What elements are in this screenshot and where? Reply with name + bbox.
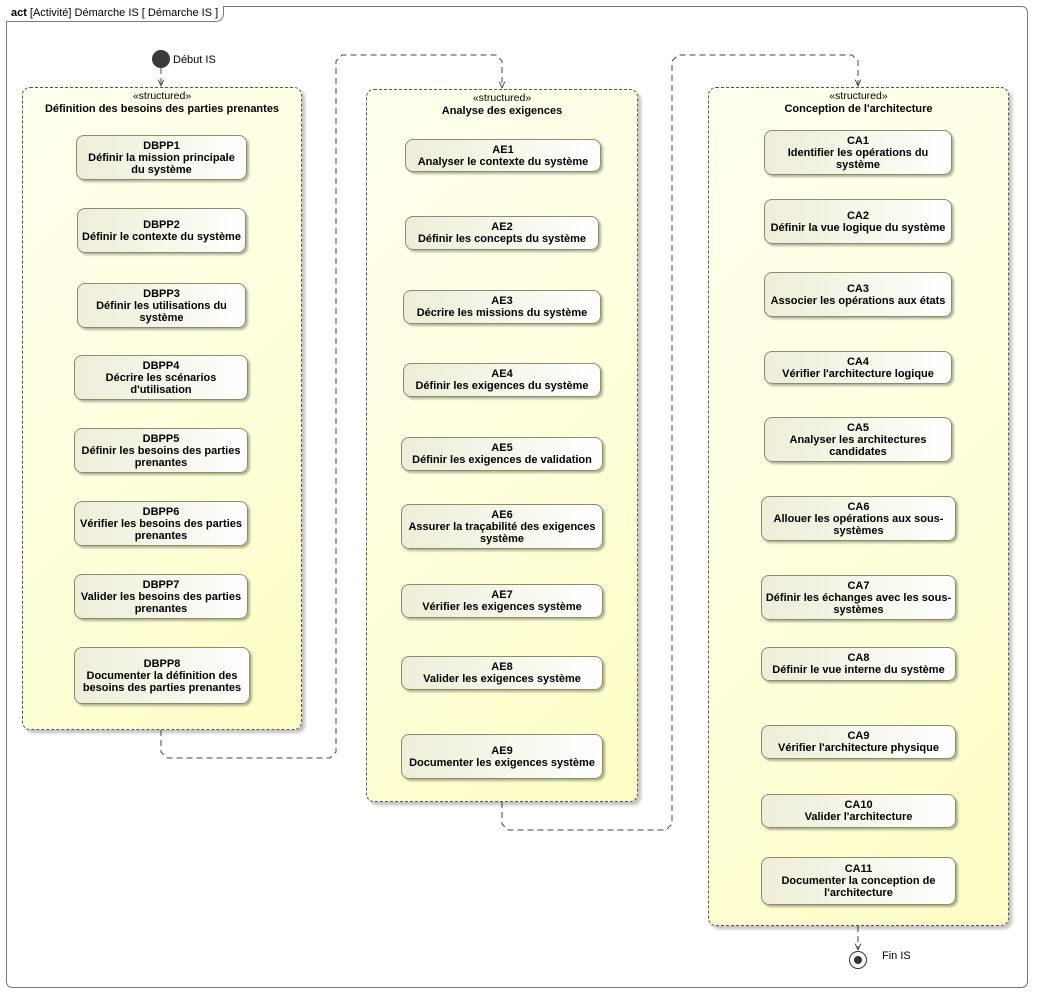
action-id: CA3	[846, 282, 869, 295]
region-title: Conception de l'architecture	[784, 103, 933, 115]
action-label: Analyser le contexte du système	[417, 155, 589, 168]
action-id: CA1	[846, 134, 869, 147]
final-node[interactable]	[849, 951, 867, 969]
region-title: Définition des besoins des parties prena…	[44, 103, 280, 115]
action-label: Valider les besoins des parties prenante…	[80, 590, 242, 615]
diagram-frame-tab: act[Activité] Démarche IS [ Démarche IS …	[6, 6, 225, 22]
diagram-frame	[6, 6, 1028, 988]
action-label: Documenter la conception de l'architectu…	[781, 875, 936, 899]
action-label: Vérifier les exigences système	[422, 601, 582, 613]
action-id: AE4	[491, 368, 513, 380]
action-label: Documenter les exigences système	[409, 756, 595, 769]
action-id: CA5	[846, 421, 869, 434]
action-label: Identifier les opérations du système	[787, 146, 929, 171]
action-id: DBPP4	[142, 359, 180, 372]
action-label: Définir les utilisations du système	[96, 299, 227, 324]
action-id: DBPP1	[143, 139, 180, 152]
action-label: Définir les exigences du système	[415, 380, 589, 392]
action-id: DBPP2	[143, 218, 180, 231]
action-label: Vérifier l'architecture logique	[782, 367, 934, 380]
final-node-label: Fin IS	[882, 950, 911, 962]
action-id: AE1	[492, 143, 514, 156]
action-label: Définir la vue logique du système	[770, 221, 946, 234]
action-label: Analyser les architectures candidates	[789, 433, 927, 458]
action-label: Valider l'architecture	[804, 811, 913, 823]
action-id: DBPP5	[142, 432, 180, 445]
action-label: Définir les exigences de validation	[412, 454, 592, 466]
action-label: Définir le vue interne du système	[772, 664, 945, 676]
action-id: AE6	[491, 508, 513, 521]
region-stereotype: «structured»	[829, 90, 888, 102]
action-id: DBPP7	[142, 578, 180, 591]
initial-node-label: Début IS	[173, 54, 216, 66]
action-id: AE8	[491, 661, 513, 673]
action-label: Vérifier les besoins des parties prenant…	[79, 517, 243, 542]
action-id: AE2	[491, 221, 513, 233]
action-id: AE9	[491, 744, 513, 757]
frame-title: [Activité] Démarche IS [ Démarche IS ]	[29, 7, 219, 19]
action-label: Définir la mission principale du système	[88, 151, 235, 176]
action-id: AE7	[491, 589, 513, 601]
action-label: Allouer les opérations aux sous-systèmes	[773, 512, 944, 537]
action-id: CA6	[847, 500, 870, 513]
action-label: Définir les besoins des parties prenante…	[81, 444, 241, 469]
action-id: CA10	[844, 799, 873, 811]
action-id: CA11	[844, 863, 873, 875]
action-label: Valider les exigences système	[423, 673, 581, 685]
initial-node[interactable]	[152, 50, 170, 68]
region-stereotype: «structured»	[132, 90, 192, 102]
action-label: Assurer la traçabilité des exigences sys…	[408, 520, 596, 545]
action-id: CA9	[847, 730, 870, 742]
region-title: Analyse des exigences	[441, 105, 563, 117]
action-id: CA4	[846, 355, 869, 368]
action-id: DBPP6	[142, 505, 180, 518]
action-label: Vérifier l'architecture physique	[778, 742, 939, 754]
frame-keyword: act	[11, 7, 27, 19]
action-label: Décrire les scénarios d'utilisation	[105, 371, 217, 396]
action-id: AE5	[491, 442, 513, 454]
action-label: Définir les concepts du système	[417, 233, 587, 245]
action-label: Documenter la définition des besoins des…	[82, 669, 242, 694]
action-id: CA8	[847, 652, 870, 664]
region-definition-besoins: «structured» Définition des besoins des …	[22, 87, 302, 730]
action-label: Décrire les missions du système	[416, 307, 588, 319]
action-id: DBPP8	[143, 657, 181, 670]
action-label: Associer les opérations aux états	[770, 294, 946, 307]
action-label: Définir le contexte du système	[82, 230, 241, 243]
action-id: CA2	[846, 209, 869, 222]
action-label: Définir les échanges avec les sous-systè…	[765, 591, 952, 616]
region-stereotype: «structured»	[472, 92, 532, 104]
action-id: CA7	[847, 579, 870, 592]
action-id: DBPP3	[143, 287, 180, 300]
action-id: AE3	[491, 295, 513, 307]
